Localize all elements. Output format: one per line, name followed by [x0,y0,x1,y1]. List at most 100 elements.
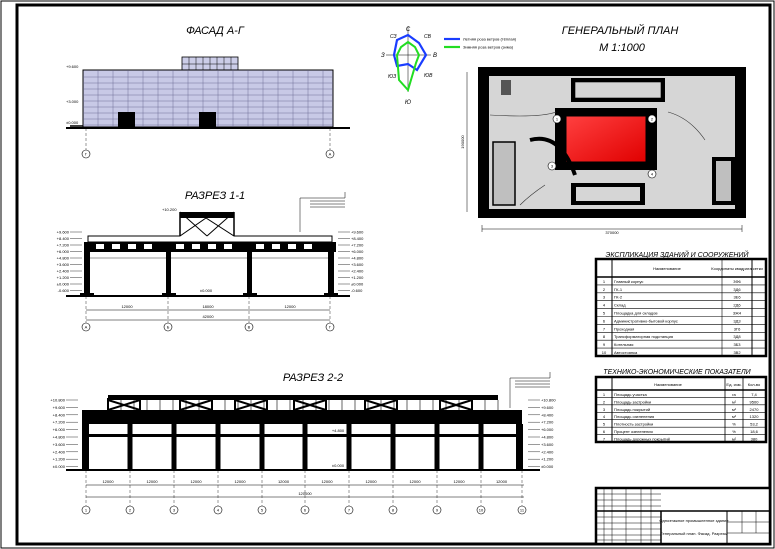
plan-point-1: 1 [556,117,559,122]
tep-row-num: 5 [603,422,606,427]
buildings-row-name: ГК-2 [614,295,623,300]
section-2-2: +4.800 ±0.000 +10.800+9.600+8.400+7.200+… [50,372,556,515]
section2-mark-mid: +4.800 [332,428,345,433]
section1-level-mark: -0.600 [351,288,363,293]
buildings-row-name: Котельная [614,342,633,347]
section2-span: 12000 [102,479,114,484]
tep-row-name: Плотность застройки [614,422,653,427]
buildings-row-coord: 3Ж4 [733,311,742,316]
section2-axis-label: 5 [261,508,264,513]
section1-axis-label: Б [167,325,170,330]
plan-title: ГЕНЕРАЛЬНЫЙ ПЛАН [562,24,679,37]
facade-title: ФАСАД А-Г [186,25,245,37]
section2-axis-bubble [517,505,527,515]
tep-row-unit: м² [732,399,737,404]
buildings-row-num: 1 [603,279,606,284]
section1-level-mark: +9.600 [351,230,364,235]
drawing-frame [15,3,772,546]
buildings-row-num: 5 [603,311,606,316]
buildings-row-num: 8 [603,334,606,339]
section2-level-mark: ±0.000 [541,464,554,469]
section1-level-mark: +9.600 [57,230,70,235]
plan-point-4: 4 [651,172,654,177]
section2-axis-bubble [300,505,310,515]
buildings-row-coord: 3Е6 [733,295,741,300]
section1-level-mark: +7.200 [57,243,70,248]
facade-level-top: +9.600 [66,64,79,69]
section2-level-mark: +10.800 [50,398,65,403]
section1-title: РАЗРЕЗ 1-1 [185,190,245,202]
tep-row-unit: м² [732,407,737,412]
tep-row-qty: 9500 [750,399,760,404]
section2-level-mark: ±0.000 [53,464,66,469]
section2-level-mark: +1.200 [541,457,554,462]
tep-header-name: Наименование [654,382,683,387]
tep-header-qty: Кол-во [748,382,761,387]
section2-axis-label: 4 [217,508,220,513]
main-building [565,115,647,163]
wind-nw: СЗ [390,34,397,40]
section1-axis-bubble [244,322,254,332]
section1-level-mark: ±0.000 [351,282,364,287]
tep-row-name: Площадь участка [614,392,648,397]
section2-axis-label: 6 [304,508,307,513]
section2-level-mark: +6.000 [541,427,554,432]
buildings-row-num: 4 [603,303,606,308]
facade-level-mid: +3.000 [66,99,79,104]
plan-scale: М 1:1000 [599,42,646,54]
buildings-row-name: Административно-бытовой корпус [614,318,678,323]
section2-axis-label: 10 [479,508,484,513]
buildings-row-coord: 2Д6 [733,303,741,308]
buildings-row-num: 2 [603,287,606,292]
buildings-row-num: 6 [603,318,606,323]
section1-span-total: 42000 [202,314,214,319]
section2-span: 12000 [321,479,333,484]
section1-level-mark: +7.200 [351,243,364,248]
tep-row-num: 6 [603,429,606,434]
buildings-table[interactable]: Наименование Координаты квадрата сетки 1… [594,257,768,358]
section2-axis-label: 11 [520,508,525,513]
buildings-row-coord: 3Д8 [733,334,741,339]
tep-row-qty: 1320 [750,414,760,419]
facade-axis-right: А [329,152,332,157]
section2-span: 12000 [496,479,508,484]
general-plan: 1 2 3 4 370000 190000 [460,67,746,235]
section2-axis-label: 7 [348,508,351,513]
section2-level-mark: +8.400 [541,412,554,417]
wind-se: ЮВ [424,73,433,79]
section2-level-mark: +8.400 [53,412,66,417]
section2-axis-bubble [213,505,223,515]
section2-span: 12000 [365,479,377,484]
buildings-header-name: Наименование [653,266,682,271]
section2-axis-bubble [344,505,354,515]
section1-axis-label: А [85,325,88,330]
facade-level-zero: ±0.000 [66,120,79,125]
section2-span: 12000 [234,479,246,484]
section1-level-mark: +4.800 [351,256,364,261]
section2-axis-bubble [432,505,442,515]
wind-e: В [433,53,437,59]
tep-row-unit: га [732,392,736,397]
section2-axis-bubble [388,505,398,515]
section2-axis-bubble [476,505,486,515]
section2-axis-bubble [81,505,91,515]
wind-rose: С Ю В З СЗ СВ ЮЗ ЮВ Летняя роза ветров (… [381,26,517,106]
section1-span-2: 18000 [202,304,214,309]
buildings-row-coord: 3Д6 [733,287,741,292]
tep-row-name: Площадь застройки [614,399,651,404]
wind-ne: СВ [424,34,432,40]
section2-level-mark: +9.600 [541,405,554,410]
title-block: Одноэтажное промышленное здание Генераль… [594,486,772,546]
wind-legend-winter: Зимняя роза ветров (зима) [463,45,514,50]
section2-mark-floor: ±0.000 [332,463,345,468]
section1-axis-label: Г [329,325,332,330]
tep-row-unit: % [732,429,736,434]
tep-row-qty: 53,2 [750,422,759,427]
section1-level-mark: +2.400 [351,269,364,274]
section1-level-mark: +6.000 [57,249,70,254]
section1-mark-ridge: +10.200 [162,207,177,212]
section1-level-mark: +3.600 [57,262,70,267]
